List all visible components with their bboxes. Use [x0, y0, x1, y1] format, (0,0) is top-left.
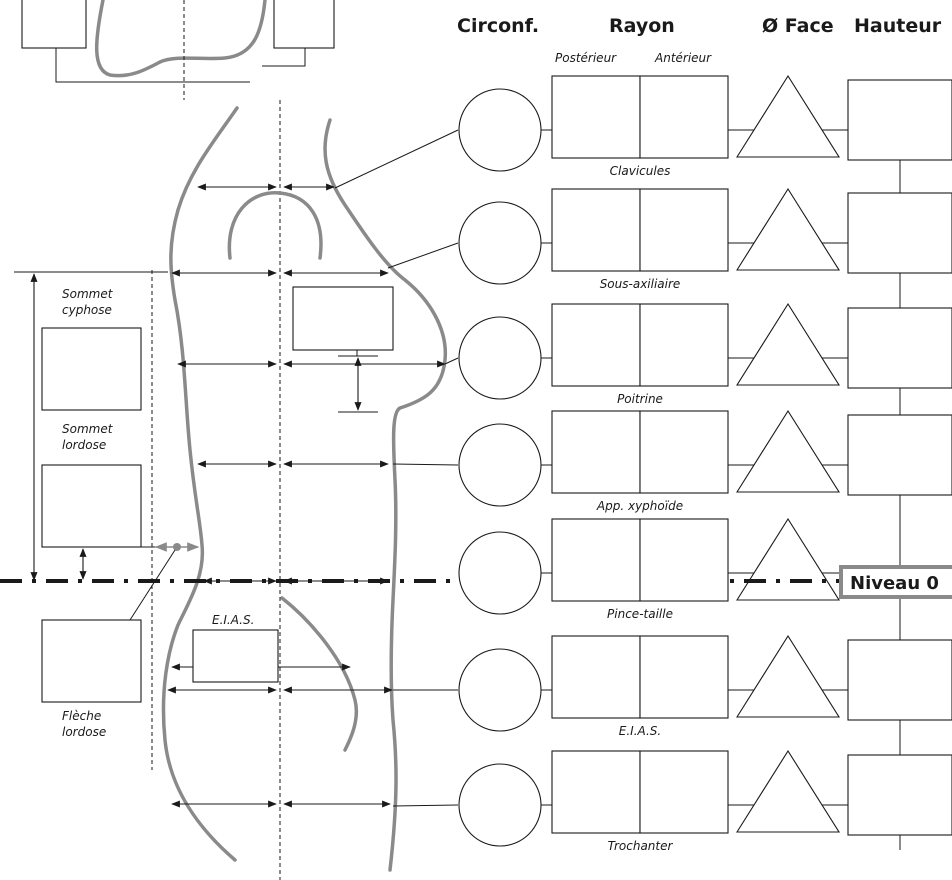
circonf-circle	[458, 531, 542, 615]
rayon-anterieur-box	[639, 518, 729, 602]
poitrine-hauteur-box	[292, 286, 394, 351]
circonf-circle	[458, 201, 542, 285]
header-circonf: Circonf.	[457, 15, 539, 37]
row-label: E.I.A.S.	[619, 724, 661, 738]
rayon-anterieur-box	[639, 750, 729, 834]
rayon-anterieur-box	[639, 303, 729, 387]
eias-box	[192, 629, 279, 683]
sommet-lordose-box	[41, 464, 142, 548]
rayon-posterieur-box	[551, 635, 641, 719]
row-label: Trochanter	[608, 839, 674, 853]
row-label: Clavicules	[610, 164, 671, 178]
row-label: Pince-taille	[607, 607, 673, 621]
face-triangle	[736, 302, 840, 386]
label-fleche-lordose-1: Flèche	[62, 709, 101, 723]
hauteur-box	[847, 414, 952, 496]
hauteur-box	[847, 754, 952, 836]
rayon-posterieur-box	[551, 303, 641, 387]
rayon-posterieur-box	[551, 75, 641, 159]
circonf-circle	[458, 648, 542, 732]
label-sommet-cyphose-1: Sommet	[62, 287, 114, 301]
subheader-anterieur: Antérieur	[654, 51, 712, 65]
circonf-circle	[458, 316, 542, 400]
face-triangle	[736, 517, 840, 601]
niveau-zero: Niveau 0	[0, 565, 952, 599]
label-sommet-lordose-2: lordose	[62, 438, 106, 452]
face-triangle	[736, 409, 840, 493]
rayon-posterieur-box	[551, 410, 641, 494]
hauteur-box	[847, 192, 952, 274]
hauteur-box	[847, 639, 952, 721]
header-rayon: Rayon	[609, 15, 675, 37]
face-triangle	[736, 634, 840, 718]
rayon-posterieur-box	[551, 518, 641, 602]
label-sommet-cyphose-2: cyphose	[62, 303, 112, 317]
hauteur-box	[847, 79, 952, 161]
sommet-cyphose-box	[41, 327, 142, 411]
hauteur-box	[847, 307, 952, 389]
top-right-box	[273, 0, 335, 49]
row-label: App. xyphoïde	[596, 499, 683, 513]
hip-curve	[280, 596, 358, 752]
body-profile: E.I.A.S.	[151, 100, 448, 880]
niveau-badge	[839, 565, 952, 599]
rayon-anterieur-box	[639, 410, 729, 494]
rayon-posterieur-box	[551, 750, 641, 834]
rayon-posterieur-box	[551, 188, 641, 272]
face-triangle	[736, 187, 840, 271]
face-triangle	[736, 74, 840, 158]
header-face: Ø Face	[762, 15, 834, 37]
shoulder-arc	[227, 191, 323, 260]
niveau-label: Niveau 0	[850, 573, 939, 594]
row-label: Sous-axiliaire	[600, 277, 681, 291]
front-contour	[323, 118, 448, 872]
top-left-box	[21, 0, 87, 49]
label-sommet-lordose-1: Sommet	[62, 422, 114, 436]
fleche-lordose-box	[41, 619, 142, 703]
label-fleche-lordose-2: lordose	[62, 725, 106, 739]
left-measurements: Sommet cyphose Sommet lordose Flèche lor…	[14, 271, 200, 739]
back-contour	[161, 106, 239, 862]
subheader-posterieur: Postérieur	[555, 51, 617, 65]
header-hauteur: Hauteur	[854, 15, 942, 37]
circonf-circle	[458, 88, 542, 172]
rayon-anterieur-box	[639, 635, 729, 719]
column-headers: Circonf. Rayon Ø Face Hauteur Postérieur…	[457, 15, 942, 65]
rayon-anterieur-box	[639, 75, 729, 159]
circonf-circle	[458, 423, 542, 507]
circonf-circle	[458, 763, 542, 847]
row-label: Poitrine	[617, 392, 663, 406]
rayon-anterieur-box	[639, 188, 729, 272]
label-eias-left: E.I.A.S.	[212, 613, 254, 627]
head-sketch	[21, 0, 335, 100]
face-triangle	[736, 749, 840, 833]
